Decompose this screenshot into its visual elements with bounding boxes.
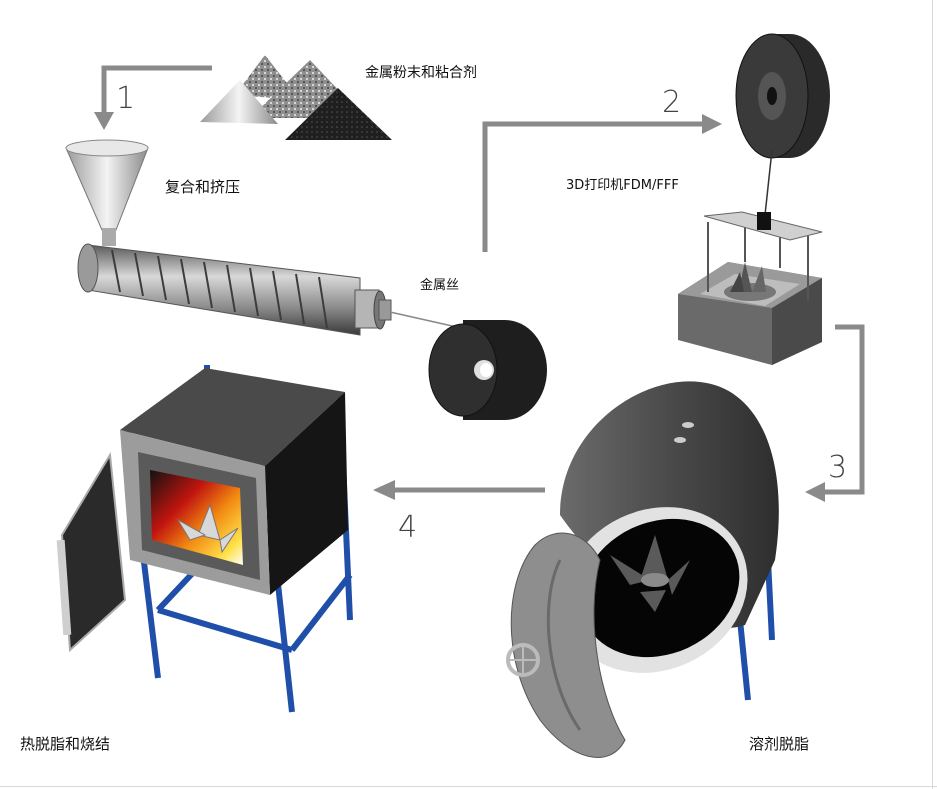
bottom-border	[0, 786, 937, 787]
3d-printer-illustration	[678, 211, 823, 365]
solvent-debinding-chamber-illustration	[506, 381, 779, 758]
step-number-4: 4	[398, 510, 418, 545]
filament-spool-illustration	[428, 320, 547, 420]
label-metal-powder-binder: 金属粉末和粘合剂	[365, 65, 477, 81]
sintering-furnace-illustration	[56, 365, 353, 713]
extruder-illustration	[65, 139, 471, 336]
right-border	[932, 0, 933, 789]
label-solvent-debinding: 溶剂脱脂	[749, 735, 810, 753]
step-number-3: 3	[828, 450, 848, 485]
arrow-step-1	[94, 65, 212, 130]
step-number-2: 2	[662, 85, 682, 120]
step-number-1: 1	[116, 81, 136, 116]
label-3d-printer: 3D打印机FDM/FFF	[566, 178, 679, 193]
printer-spool-illustration	[735, 33, 830, 216]
powder-piles-illustration	[200, 55, 392, 140]
arrow-step-2	[482, 114, 722, 252]
arrow-step-3	[805, 324, 865, 502]
label-metal-filament: 金属丝	[420, 278, 460, 293]
label-compounding-extrusion: 复合和挤压	[165, 178, 241, 196]
label-thermal-debinding-sintering: 热脱脂和烧结	[20, 735, 111, 753]
arrow-step-4	[373, 480, 545, 500]
